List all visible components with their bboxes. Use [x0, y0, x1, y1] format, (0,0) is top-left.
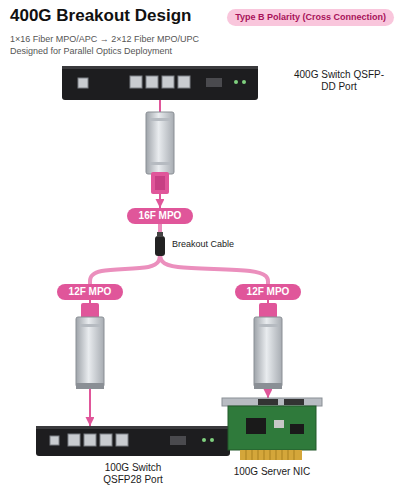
qsfp-dd-transceiver [146, 112, 174, 194]
connector-pill: 12F MPO [235, 284, 302, 300]
switch-illustration [62, 66, 258, 100]
switch-node: 400G Switch QSFP-DD Port [62, 66, 258, 100]
node-text: 12F MPO [69, 286, 112, 298]
polarity-badge: Type B Polarity (Cross Connection) [227, 9, 394, 26]
node-text: 100G Server NIC [224, 466, 320, 478]
node-text: 100G Switch QSFP28 Port [85, 462, 181, 486]
switch-illustration [36, 426, 230, 456]
node-text: 12F MPO [247, 286, 290, 298]
qsfp28-transceiver [76, 303, 104, 389]
switch-node: 100G Switch QSFP28 Port [36, 426, 230, 456]
qsfp28-transceiver [254, 303, 282, 389]
subtitle-text: Designed for Parallel Optics Deployment [10, 45, 172, 57]
breakout-cable [160, 224, 268, 284]
node-text: 400G Switch QSFP-DD Port [292, 69, 386, 93]
breakout-cable [90, 224, 160, 284]
node-text: 16F MPO [139, 210, 182, 222]
node-text: Type B Polarity (Cross Connection) [235, 12, 386, 23]
nic-node: 100G Server NIC [222, 398, 322, 460]
subtitle-text: 1×16 Fiber MPO/APC → 2×12 Fiber MPO/UPC [10, 33, 199, 45]
breakout-splitter [155, 232, 165, 256]
connector-pill: 12F MPO [57, 284, 124, 300]
nic-card-illustration [222, 398, 322, 460]
cable-label: Breakout Cable [172, 238, 234, 250]
connector-pill: 16F MPO [127, 208, 194, 224]
diagram-title: 400G Breakout Design [10, 6, 191, 26]
